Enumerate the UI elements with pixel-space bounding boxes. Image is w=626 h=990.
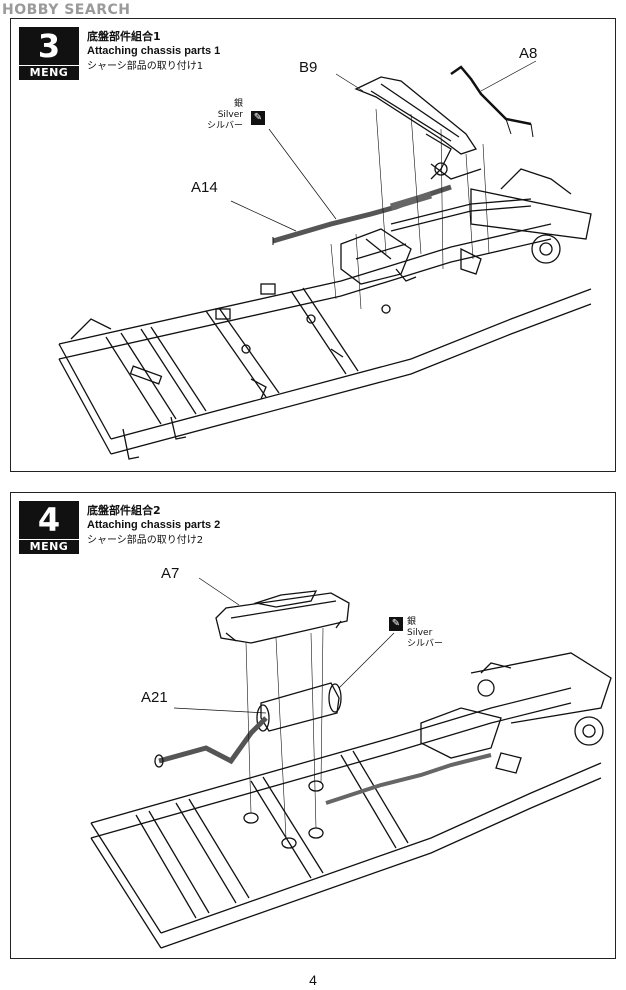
step-title-en: Attaching chassis parts 2 <box>87 519 221 531</box>
crossmember <box>105 332 177 425</box>
paint-callout: 銀 Silver シルバー <box>407 617 449 650</box>
part-B9 <box>354 76 478 155</box>
crossmember <box>140 326 207 415</box>
paint-cn: 銀 <box>407 617 417 627</box>
step-number: 4 <box>19 501 79 539</box>
part-label-A7: A7 <box>161 565 180 582</box>
brand-logo: MENG <box>19 539 79 554</box>
paint-cn: 銀 <box>233 99 243 109</box>
paint-jp: シルバー <box>206 121 243 131</box>
step-number: 3 <box>19 27 79 65</box>
crossmember <box>205 307 280 398</box>
step-3-panel: 3 MENG 底盤部件組合1 Attaching chassis parts 1… <box>10 18 616 472</box>
step-3-diagram <box>58 60 592 460</box>
step-3-titles: 底盤部件組合1 Attaching chassis parts 1 シャーシ部品… <box>87 29 220 74</box>
brush-icon: ✎ <box>389 617 403 631</box>
part-label-A8: A8 <box>519 45 538 62</box>
transfer-case <box>340 228 412 285</box>
paint-callout: 銀 Silver シルバー <box>201 99 243 132</box>
part-A7 <box>215 592 350 644</box>
chassis-rail-right-inner <box>110 303 592 455</box>
front-axle <box>470 188 592 240</box>
mount <box>243 812 259 824</box>
crossmember <box>290 287 359 375</box>
step-title-jp: シャーシ部品の取り付け2 <box>87 535 204 546</box>
step-title-jp: シャーシ部品の取り付け1 <box>87 61 204 72</box>
part-label-A14: A14 <box>191 179 218 196</box>
part-A8 <box>450 65 532 126</box>
step-title-cn: 底盤部件組合2 <box>87 504 161 517</box>
chassis-rail-right <box>110 288 592 440</box>
chassis-rail-left <box>90 687 572 824</box>
paint-en: Silver <box>407 628 433 638</box>
paint-jp: シルバー <box>407 639 444 649</box>
part-A21 <box>260 682 340 732</box>
tailpipe <box>158 716 268 765</box>
step-4-titles: 底盤部件組合2 Attaching chassis parts 2 シャーシ部品… <box>87 503 220 548</box>
wheel-hub <box>574 716 604 746</box>
step-4-badge: 4 MENG <box>19 501 79 554</box>
wheel-hub <box>531 234 561 264</box>
part-label-A21: A21 <box>141 689 168 706</box>
chassis-rail-left-inner <box>58 238 552 360</box>
step-4-diagram <box>90 577 612 949</box>
muffler-small <box>389 191 433 211</box>
step-title-en: Attaching chassis parts 1 <box>87 45 221 57</box>
step-3-badge: 3 MENG <box>19 27 79 80</box>
part-label-B9: B9 <box>299 59 318 76</box>
chassis-rail-right <box>160 762 602 934</box>
page-number: 4 <box>309 972 317 988</box>
chassis-rail-left <box>58 223 552 345</box>
brush-icon: ✎ <box>251 111 265 125</box>
brand-logo: MENG <box>19 65 79 80</box>
paint-en: Silver <box>217 110 243 120</box>
step-title-cn: 底盤部件組合1 <box>87 30 161 43</box>
step-4-panel: 4 MENG 底盤部件組合2 Attaching chassis parts 2… <box>10 492 616 959</box>
watermark-logo: HOBBY SEARCH <box>2 2 131 18</box>
